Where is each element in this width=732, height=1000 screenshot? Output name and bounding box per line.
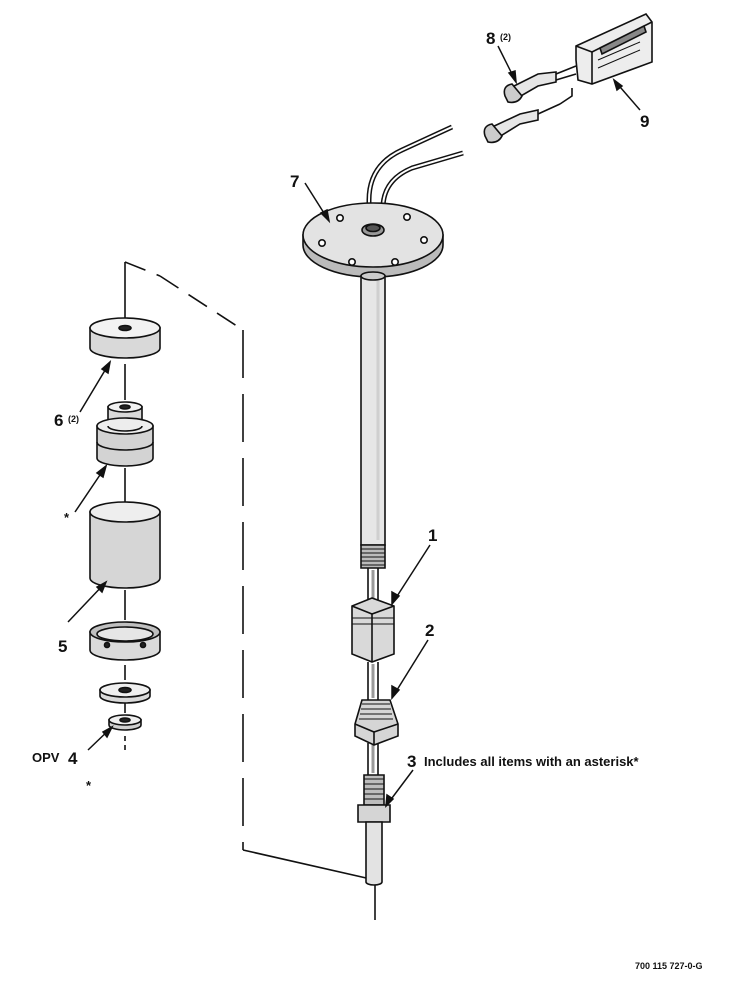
- drawing-number: 700 115 727-0-G: [635, 961, 703, 971]
- asterisk-washer: *: [86, 778, 92, 793]
- callout-7: 7: [290, 172, 299, 191]
- callout-4-opv: OPV: [32, 750, 60, 765]
- asterisk-sleeve: *: [64, 510, 70, 525]
- connector-housing: [575, 13, 653, 85]
- mounting-flange: [302, 202, 444, 278]
- leader-arrows: [67, 45, 641, 808]
- callout-9: 9: [640, 112, 649, 131]
- callout-5: 5: [58, 637, 67, 656]
- callout-4: 4: [68, 749, 78, 768]
- sending-unit: [302, 13, 653, 886]
- callout-1: 1: [428, 526, 437, 545]
- callout-8: 8: [486, 29, 495, 48]
- spacer-top: [89, 317, 161, 359]
- hex-nut: [351, 597, 395, 663]
- callout-6-qty: (2): [68, 414, 79, 424]
- float-sleeve: [96, 417, 154, 467]
- callout-8-qty: (2): [500, 32, 511, 42]
- exploded-view-guide-line: [124, 261, 376, 920]
- compression-fitting: [354, 699, 399, 746]
- terminal-connector-upper: [503, 65, 577, 104]
- float-assembly-exploded: [89, 317, 161, 752]
- small-washer: [108, 714, 142, 731]
- washer: [99, 682, 151, 704]
- callout-2: 2: [425, 621, 434, 640]
- callout-3: 3: [407, 752, 416, 771]
- inner-rod: [367, 568, 379, 775]
- terminal-connector-lower: [483, 88, 573, 144]
- callout-3-note: Includes all items with an asterisk*: [424, 754, 640, 769]
- main-tube: [360, 271, 386, 569]
- float-cylinder: [89, 501, 161, 589]
- probe: [357, 774, 391, 886]
- float-cup: [89, 621, 161, 661]
- callout-6: 6: [54, 411, 63, 430]
